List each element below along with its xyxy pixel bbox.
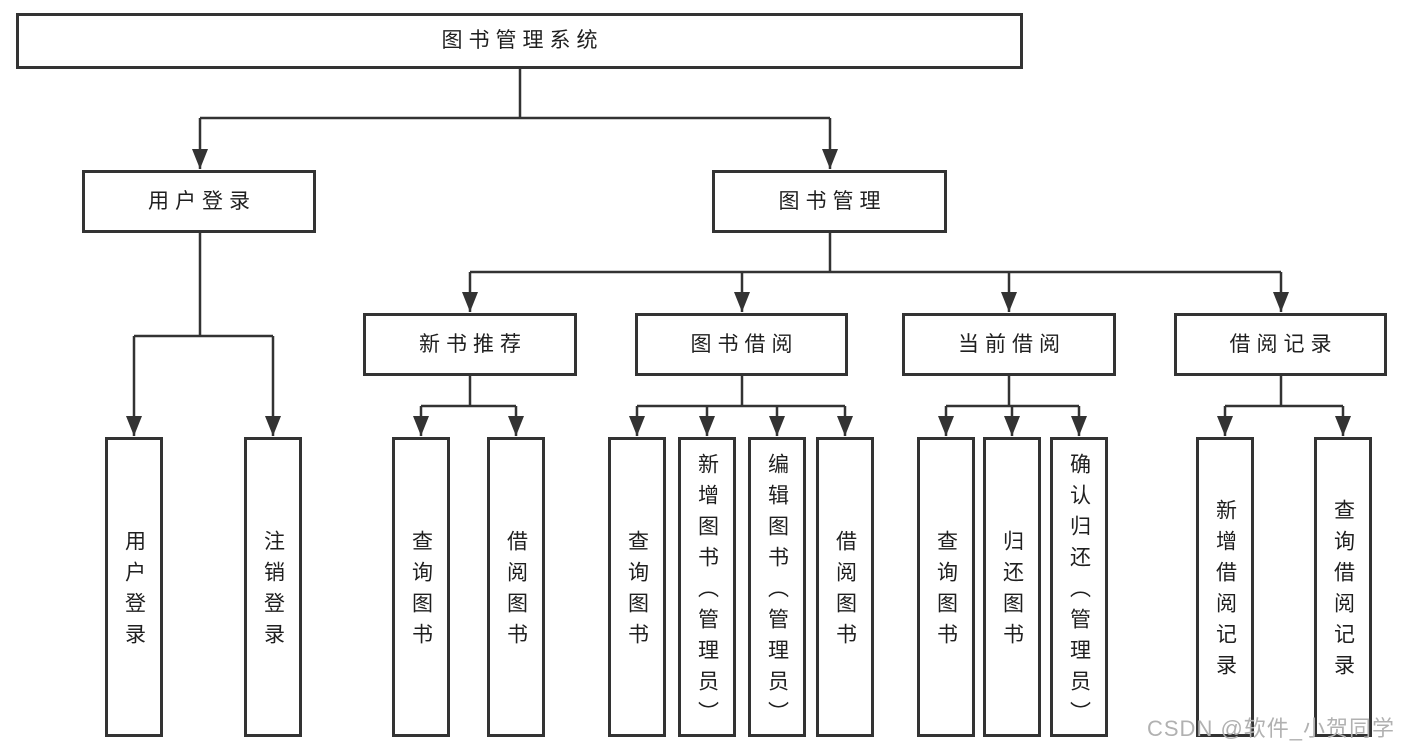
node-label: 查询图书 <box>934 530 958 654</box>
node-label: 编辑图书（管理员） <box>765 452 789 732</box>
node-label: 图书管理系统 <box>441 29 604 53</box>
node-borrowing-records: 借阅记录 <box>1174 313 1387 376</box>
node-label: 新增借阅记录 <box>1213 499 1237 685</box>
node-logout-login: 注销登录 <box>244 437 302 737</box>
node-label: 用户登录 <box>148 189 256 213</box>
node-current-borrowing: 当前借阅 <box>902 313 1116 376</box>
node-query-books-2: 查询图书 <box>608 437 666 737</box>
node-user-login-leaf: 用户登录 <box>105 437 163 737</box>
node-label: 借阅图书 <box>833 530 857 654</box>
node-label: 查询图书 <box>625 530 649 654</box>
node-add-borrow-record: 新增借阅记录 <box>1196 437 1254 737</box>
node-confirm-return-admin: 确认归还（管理员） <box>1050 437 1108 737</box>
node-label: 新书推荐 <box>419 332 527 356</box>
node-label: 查询图书 <box>409 530 433 654</box>
node-new-book-recommendation: 新书推荐 <box>363 313 577 376</box>
node-user-login: 用户登录 <box>82 170 316 233</box>
node-label: 图书管理 <box>778 189 887 213</box>
node-borrow-books-2: 借阅图书 <box>816 437 874 737</box>
node-label: 当前借阅 <box>958 332 1066 356</box>
node-label: 图书借阅 <box>690 332 799 356</box>
node-label: 确认归还（管理员） <box>1067 452 1091 732</box>
node-borrow-books-1: 借阅图书 <box>487 437 545 737</box>
node-return-books: 归还图书 <box>983 437 1041 737</box>
node-edit-book-admin: 编辑图书（管理员） <box>748 437 806 737</box>
node-label: 借阅图书 <box>504 530 528 654</box>
watermark-csdn: CSDN @软件_小贺同学 <box>1147 716 1396 741</box>
node-query-books-3: 查询图书 <box>917 437 975 737</box>
node-label: 注销登录 <box>261 530 285 654</box>
node-book-management: 图书管理 <box>712 170 947 233</box>
node-library-management-system: 图书管理系统 <box>16 13 1023 69</box>
node-label: 用户登录 <box>122 530 146 654</box>
node-query-books-1: 查询图书 <box>392 437 450 737</box>
node-label: 归还图书 <box>1000 530 1024 654</box>
node-query-borrow-record: 查询借阅记录 <box>1314 437 1372 737</box>
node-label: 借阅记录 <box>1229 332 1338 356</box>
node-book-borrowing: 图书借阅 <box>635 313 848 376</box>
node-add-book-admin: 新增图书（管理员） <box>678 437 736 737</box>
node-label: 新增图书（管理员） <box>695 452 719 732</box>
node-label: 查询借阅记录 <box>1331 499 1355 685</box>
